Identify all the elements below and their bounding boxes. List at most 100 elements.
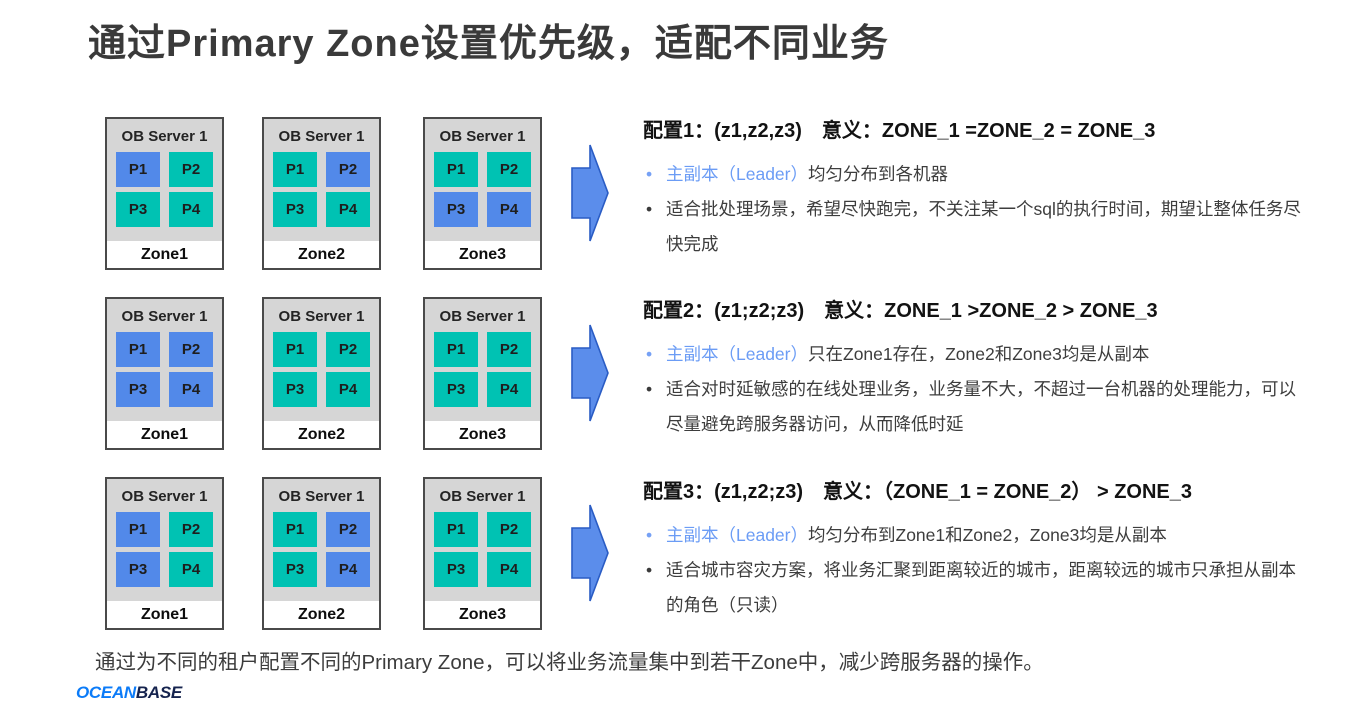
right-arrow-icon bbox=[571, 504, 609, 602]
partition-grid: P1 P2 P3 P4 bbox=[264, 152, 379, 227]
partition-cell: P4 bbox=[169, 552, 213, 587]
zone-label: Zone3 bbox=[425, 421, 540, 448]
server-label: OB Server 1 bbox=[121, 128, 208, 145]
config-section: 配置3：(z1,z2;z3) 意义：（ZONE_1 = ZONE_2） > ZO… bbox=[643, 479, 1311, 623]
partition-grid: P1 P2 P3 P4 bbox=[264, 512, 379, 587]
zone-box: OB Server 1 P1 P2 P3 P4 Zone3 bbox=[423, 297, 542, 450]
partition-grid: P1 P2 P3 P4 bbox=[425, 332, 540, 407]
partition-cell: P2 bbox=[326, 512, 370, 547]
bullet-leader-rest: 均匀分布到Zone1和Zone2，Zone3均是从副本 bbox=[808, 525, 1167, 545]
server-label: OB Server 1 bbox=[121, 488, 208, 505]
partition-cell: P1 bbox=[434, 512, 478, 547]
partition-cell: P1 bbox=[434, 152, 478, 187]
partition-cell: P3 bbox=[116, 372, 160, 407]
config-heading: 配置2：(z1;z2;z3) 意义：ZONE_1 >ZONE_2 > ZONE_… bbox=[643, 300, 1158, 322]
partition-cell: P4 bbox=[487, 552, 531, 587]
partition-cell: P3 bbox=[273, 552, 317, 587]
partition-cell: P3 bbox=[434, 372, 478, 407]
bullet-scenario: 适合对时延敏感的在线处理业务，业务量不大，不超过一台机器的处理能力，可以尽量避免… bbox=[643, 372, 1311, 442]
partition-grid: P1 P2 P3 P4 bbox=[107, 512, 222, 587]
footer-note: 通过为不同的租户配置不同的Primary Zone，可以将业务流量集中到若干Zo… bbox=[95, 651, 1044, 674]
partition-cell: P3 bbox=[434, 552, 478, 587]
partition-cell: P3 bbox=[273, 372, 317, 407]
partition-cell: P2 bbox=[487, 332, 531, 367]
partition-cell: P4 bbox=[487, 372, 531, 407]
zone-box: OB Server 1 P1 P2 P3 P4 Zone1 bbox=[105, 477, 224, 630]
server-label: OB Server 1 bbox=[439, 128, 526, 145]
partition-cell: P2 bbox=[326, 152, 370, 187]
oceanbase-logo: OCEANBASE bbox=[76, 683, 182, 703]
zone-label: Zone3 bbox=[425, 241, 540, 268]
leader-highlight: 主副本（Leader） bbox=[666, 344, 808, 364]
partition-cell: P1 bbox=[273, 152, 317, 187]
partition-grid: P1 P2 P3 P4 bbox=[425, 512, 540, 587]
partition-grid: P1 P2 P3 P4 bbox=[425, 152, 540, 227]
zone-box: OB Server 1 P1 P2 P3 P4 Zone3 bbox=[423, 477, 542, 630]
zone-box: OB Server 1 P1 P2 P3 P4 Zone2 bbox=[262, 477, 381, 630]
partition-cell: P1 bbox=[273, 332, 317, 367]
bullet-leader-rest: 只在Zone1存在，Zone2和Zone3均是从副本 bbox=[808, 344, 1150, 364]
server-label: OB Server 1 bbox=[278, 488, 365, 505]
config-section: 配置1：(z1,z2,z3) 意义：ZONE_1 =ZONE_2 = ZONE_… bbox=[643, 118, 1311, 262]
partition-cell: P2 bbox=[487, 512, 531, 547]
logo-base-text: BASE bbox=[135, 683, 182, 702]
config-heading: 配置3：(z1,z2;z3) 意义：（ZONE_1 = ZONE_2） > ZO… bbox=[643, 481, 1193, 503]
zone-label: Zone3 bbox=[425, 601, 540, 628]
zone-label: Zone2 bbox=[264, 421, 379, 448]
partition-cell: P4 bbox=[169, 372, 213, 407]
server-label: OB Server 1 bbox=[278, 128, 365, 145]
bullet-scenario: 适合城市容灾方案，将业务汇聚到距离较近的城市，距离较远的城市只承担从副本的角色（… bbox=[643, 553, 1311, 623]
bullet-list: 主副本（Leader）均匀分布到Zone1和Zone2，Zone3均是从副本 适… bbox=[643, 518, 1311, 623]
partition-cell: P1 bbox=[434, 332, 478, 367]
bullet-leader: 主副本（Leader）均匀分布到Zone1和Zone2，Zone3均是从副本 bbox=[643, 518, 1311, 553]
partition-cell: P1 bbox=[273, 512, 317, 547]
zone-box: OB Server 1 P1 P2 P3 P4 Zone2 bbox=[262, 297, 381, 450]
partition-cell: P2 bbox=[169, 332, 213, 367]
zone-label: Zone1 bbox=[107, 601, 222, 628]
bullet-list: 主副本（Leader）只在Zone1存在，Zone2和Zone3均是从副本 适合… bbox=[643, 337, 1311, 442]
config-section: 配置2：(z1;z2;z3) 意义：ZONE_1 >ZONE_2 > ZONE_… bbox=[643, 298, 1311, 442]
partition-cell: P3 bbox=[434, 192, 478, 227]
bullet-list: 主副本（Leader）均匀分布到各机器 适合批处理场景，希望尽快跑完，不关注某一… bbox=[643, 157, 1311, 262]
bullet-leader: 主副本（Leader）只在Zone1存在，Zone2和Zone3均是从副本 bbox=[643, 337, 1311, 372]
leader-highlight: 主副本（Leader） bbox=[666, 164, 808, 184]
partition-grid: P1 P2 P3 P4 bbox=[264, 332, 379, 407]
partition-cell: P3 bbox=[273, 192, 317, 227]
partition-cell: P2 bbox=[487, 152, 531, 187]
bullet-leader-rest: 均匀分布到各机器 bbox=[808, 164, 948, 184]
partition-cell: P1 bbox=[116, 512, 160, 547]
partition-cell: P1 bbox=[116, 152, 160, 187]
server-label: OB Server 1 bbox=[439, 488, 526, 505]
zone-label: Zone2 bbox=[264, 241, 379, 268]
partition-grid: P1 P2 P3 P4 bbox=[107, 152, 222, 227]
server-label: OB Server 1 bbox=[121, 308, 208, 325]
partition-cell: P3 bbox=[116, 552, 160, 587]
leader-highlight: 主副本（Leader） bbox=[666, 525, 808, 545]
zone-label: Zone2 bbox=[264, 601, 379, 628]
config-heading: 配置1：(z1,z2,z3) 意义：ZONE_1 =ZONE_2 = ZONE_… bbox=[643, 120, 1156, 142]
partition-cell: P1 bbox=[116, 332, 160, 367]
bullet-scenario: 适合批处理场景，希望尽快跑完，不关注某一个sql的执行时间，期望让整体任务尽快完… bbox=[643, 192, 1311, 262]
server-label: OB Server 1 bbox=[439, 308, 526, 325]
partition-cell: P4 bbox=[326, 372, 370, 407]
partition-cell: P2 bbox=[169, 512, 213, 547]
server-label: OB Server 1 bbox=[278, 308, 365, 325]
right-arrow-icon bbox=[571, 324, 609, 422]
partition-cell: P4 bbox=[169, 192, 213, 227]
partition-cell: P4 bbox=[326, 192, 370, 227]
partition-cell: P2 bbox=[326, 332, 370, 367]
zone-box: OB Server 1 P1 P2 P3 P4 Zone1 bbox=[105, 297, 224, 450]
partition-cell: P4 bbox=[487, 192, 531, 227]
bullet-leader: 主副本（Leader）均匀分布到各机器 bbox=[643, 157, 1311, 192]
partition-cell: P4 bbox=[326, 552, 370, 587]
page-title: 通过Primary Zone设置优先级，适配不同业务 bbox=[88, 23, 889, 65]
zone-label: Zone1 bbox=[107, 241, 222, 268]
zone-box: OB Server 1 P1 P2 P3 P4 Zone2 bbox=[262, 117, 381, 270]
logo-ocean-text: OCEAN bbox=[76, 683, 136, 702]
zone-box: OB Server 1 P1 P2 P3 P4 Zone1 bbox=[105, 117, 224, 270]
partition-cell: P3 bbox=[116, 192, 160, 227]
partition-cell: P2 bbox=[169, 152, 213, 187]
zone-label: Zone1 bbox=[107, 421, 222, 448]
right-arrow-icon bbox=[571, 144, 609, 242]
